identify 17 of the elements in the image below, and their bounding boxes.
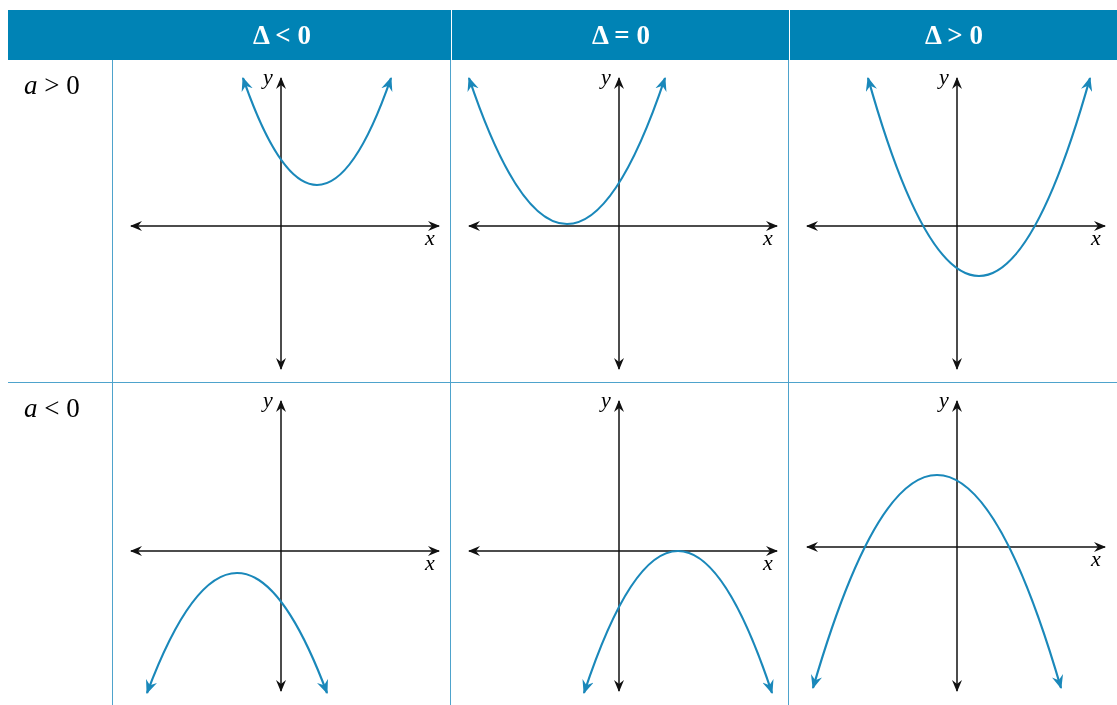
axis-label: x — [763, 552, 773, 574]
axis-label: x — [1091, 548, 1101, 570]
column-header: Δ > 0 — [925, 20, 983, 50]
axis-label: y — [601, 66, 611, 88]
axis-label: x — [1091, 227, 1101, 249]
row-header: a > 0 — [24, 70, 80, 100]
column-header: Δ < 0 — [253, 20, 311, 50]
axis-label: x — [425, 552, 435, 574]
axis-label: y — [263, 389, 273, 411]
row-header: a < 0 — [24, 393, 80, 423]
column-header: Δ = 0 — [592, 20, 650, 50]
axis-label: y — [263, 66, 273, 88]
axis-label: y — [939, 389, 949, 411]
axis-label: x — [425, 227, 435, 249]
axis-label: y — [601, 389, 611, 411]
axis-label: x — [763, 227, 773, 249]
axis-label: y — [939, 66, 949, 88]
